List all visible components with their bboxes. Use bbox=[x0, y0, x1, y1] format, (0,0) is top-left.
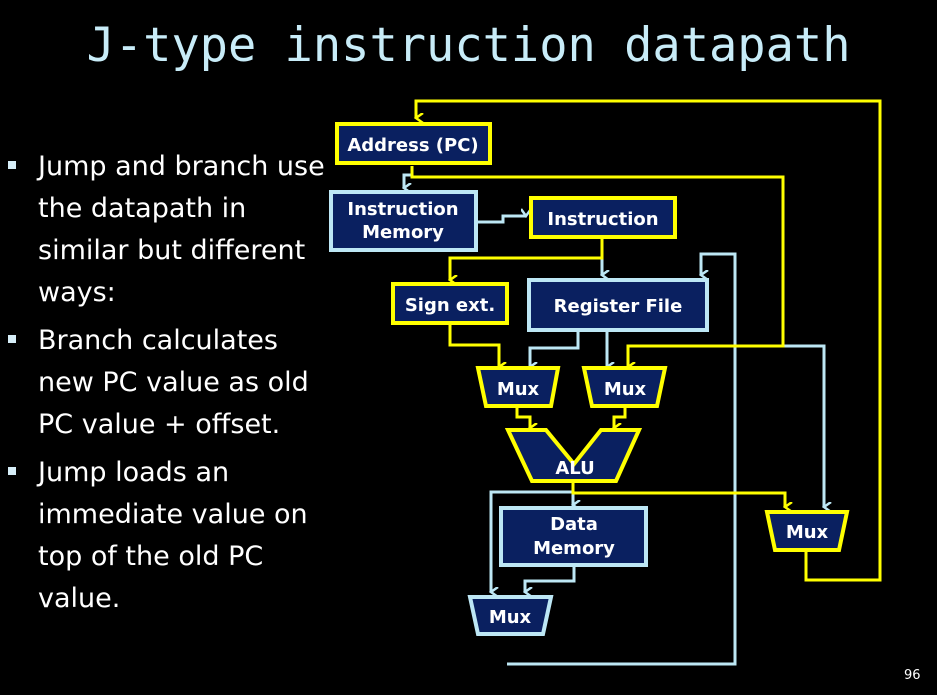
slide-title: J-type instruction datapath bbox=[86, 18, 851, 73]
block-mux-pc-label: Mux bbox=[786, 522, 829, 543]
wire-signext-to-mux-a bbox=[448, 325, 499, 367]
wire-mux-b-to-alu bbox=[614, 408, 627, 428]
wire-writeback-to-regfile bbox=[507, 252, 737, 666]
block-mux-b: Mux bbox=[581, 366, 668, 408]
block-signext-label: Sign ext. bbox=[405, 295, 495, 316]
bullet-square-icon bbox=[8, 161, 16, 169]
block-pc: Address (PC) bbox=[335, 122, 492, 165]
bullet-square-icon bbox=[8, 467, 16, 475]
block-data-memory: Data Memory bbox=[499, 506, 648, 567]
block-dmem-label-1: Data bbox=[550, 514, 598, 535]
wire-mux-pc-to-pc bbox=[416, 99, 882, 582]
normal-wires bbox=[404, 166, 824, 666]
block-imem-label-1: Instruction bbox=[347, 199, 458, 220]
block-alu-label: ALU bbox=[555, 458, 594, 479]
bullet-item: Branch calculates new PC value as old PC… bbox=[8, 320, 338, 446]
block-mux-pc: Mux bbox=[764, 510, 850, 552]
wire-imem-to-instr bbox=[477, 216, 526, 224]
block-mux-b-label: Mux bbox=[604, 379, 647, 400]
block-mux-a-label: Mux bbox=[497, 379, 540, 400]
wire-regfile-to-mux-a bbox=[530, 331, 580, 367]
block-imem-label-2: Memory bbox=[362, 222, 444, 243]
wire-branch-to-mux-pc bbox=[783, 344, 824, 507]
block-sign-extend: Sign ext. bbox=[391, 282, 509, 325]
block-instr-label: Instruction bbox=[547, 209, 658, 230]
bullet-text: Jump loads an immediate value on top of … bbox=[38, 457, 308, 614]
bullet-text: Branch calculates new PC value as old PC… bbox=[38, 325, 309, 440]
block-instruction: Instruction bbox=[529, 196, 677, 239]
wire-alu-to-mux-pc bbox=[571, 482, 785, 507]
block-mux-a: Mux bbox=[475, 366, 561, 408]
block-mux-wb-label: Mux bbox=[489, 607, 532, 628]
bullet-square-icon bbox=[8, 335, 16, 343]
block-pc-label: Address (PC) bbox=[347, 135, 478, 156]
block-alu: ALU bbox=[504, 428, 643, 483]
block-instruction-memory: Instruction Memory bbox=[329, 190, 478, 252]
bullet-list: Jump and branch use the datapath in simi… bbox=[8, 146, 338, 626]
block-regfile-label: Register File bbox=[554, 296, 683, 317]
block-register-file: Register File bbox=[527, 278, 709, 332]
page-number: 96 bbox=[904, 668, 921, 683]
bullet-item: Jump and branch use the datapath in simi… bbox=[8, 146, 338, 314]
wire-mux-a-to-alu bbox=[515, 408, 530, 428]
bullet-item: Jump loads an immediate value on top of … bbox=[8, 452, 338, 620]
wire-dmem-to-mux-wb bbox=[525, 567, 576, 592]
bullet-text: Jump and branch use the datapath in simi… bbox=[38, 151, 325, 308]
block-mux-writeback: Mux bbox=[467, 595, 554, 636]
wire-instr-to-signext bbox=[450, 238, 604, 280]
block-dmem-label-2: Memory bbox=[533, 538, 615, 559]
wire-alu-to-mux-wb bbox=[491, 490, 573, 592]
wire-pc-to-branch bbox=[410, 166, 785, 367]
highlight-wires bbox=[410, 99, 882, 582]
